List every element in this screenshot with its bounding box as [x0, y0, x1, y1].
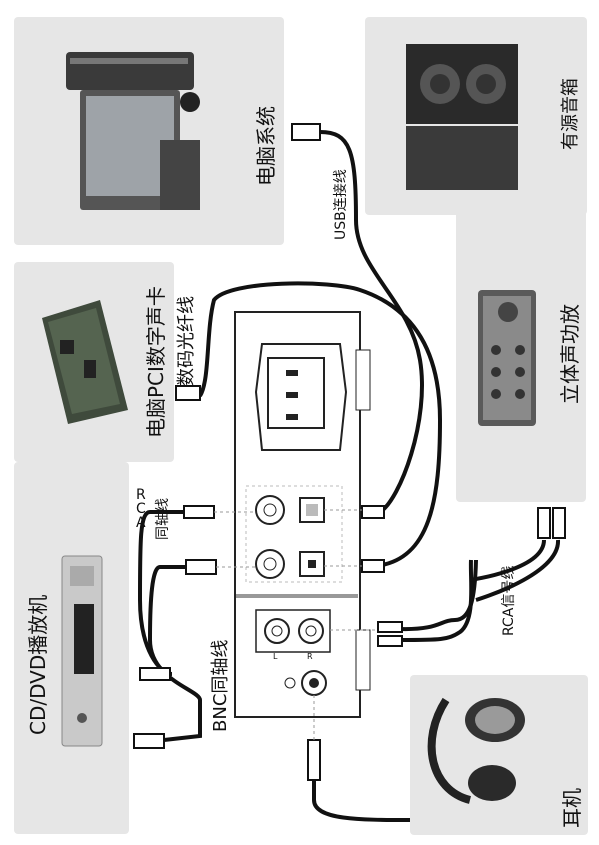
rca-coax-letter-c: C	[136, 501, 146, 517]
cables	[137, 130, 561, 822]
pci-card-icon	[42, 300, 128, 424]
rca-plug	[183, 505, 215, 519]
dac-device	[234, 311, 371, 718]
player-icon	[61, 555, 103, 747]
rca-signal-plug-3	[537, 507, 551, 539]
bnc-plug	[185, 559, 217, 575]
rca-signal-cable	[399, 559, 478, 632]
computer-label: 电脑系统	[254, 106, 278, 186]
usb-cable-label: USB连接线	[333, 169, 349, 240]
computer-icon	[66, 52, 200, 210]
speaker-icon	[406, 44, 518, 190]
bnc-plug-player	[133, 733, 165, 749]
rca-signal-plug-2	[377, 635, 403, 647]
amplifier-label: 立体声功放	[558, 304, 582, 404]
headphones-icon	[427, 697, 525, 804]
optical-cable	[198, 281, 443, 568]
rca-coax-letter-a: A	[136, 515, 146, 531]
rca-coax-label: 同轴线	[155, 498, 171, 540]
rca-signal-plug-4	[552, 507, 566, 539]
bnc-coax-cable	[147, 565, 202, 742]
jack-l-label: L	[273, 652, 278, 661]
optical-plug-card	[175, 385, 201, 401]
rca-plug-player	[139, 667, 171, 681]
headphones-label: 耳机	[560, 788, 584, 828]
rca-signal-plug-1	[377, 621, 403, 633]
amplifier-icon	[478, 290, 536, 426]
headphone-cable	[312, 752, 411, 822]
optical-cable-label: 数码光纤线	[176, 296, 197, 386]
usb-cable	[319, 130, 424, 514]
rca-signal-label: RCA信号线	[501, 565, 517, 636]
usb-b-plug	[361, 505, 385, 519]
player-label: CD/DVD播放机	[26, 594, 50, 735]
jack-r-label: R	[307, 652, 313, 661]
optical-plug-device	[361, 559, 385, 573]
rca-coax-letter-r: R	[136, 487, 146, 503]
speakers-label: 有源音箱	[560, 78, 581, 150]
headphone-plug	[307, 739, 321, 781]
pci-card-label: 电脑PCI数字声卡	[144, 286, 168, 438]
usb-plug	[291, 123, 321, 141]
bnc-coax-label: BNC同轴线	[210, 639, 231, 732]
